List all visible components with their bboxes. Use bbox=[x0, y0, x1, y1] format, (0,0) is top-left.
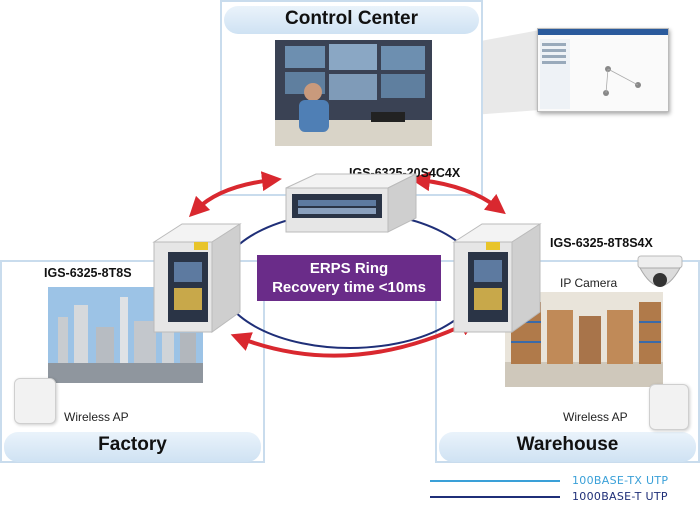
factory-switch-icon bbox=[148, 212, 244, 338]
ring-arrow-left bbox=[188, 171, 282, 218]
warehouse-title-bar bbox=[439, 432, 696, 462]
warehouse-ap-label: Wireless AP bbox=[563, 410, 628, 424]
erps-recovery-time: Recovery time <10ms bbox=[272, 279, 426, 296]
warehouse-switch-icon bbox=[448, 212, 544, 338]
warehouse-switch-model: IGS-6325-8T8S4X bbox=[550, 236, 653, 250]
legend-label-100base: 100BASE-TX UTP bbox=[572, 474, 669, 487]
factory-switch-illustration bbox=[152, 223, 242, 333]
ring-arrow-bottom bbox=[230, 317, 480, 358]
control-room-photo bbox=[275, 40, 432, 146]
factory-title-bar bbox=[4, 432, 261, 462]
factory-switch-model: IGS-6325-8T8S bbox=[44, 266, 132, 280]
legend-label-1000base: 1000BASE-T UTP bbox=[572, 490, 668, 503]
factory-ap-label: Wireless AP bbox=[64, 410, 129, 424]
factory-title: Factory bbox=[98, 434, 167, 455]
control-room-illustration bbox=[275, 40, 432, 146]
legend: 100BASE-TX UTP 1000BASE-T UTP bbox=[430, 474, 695, 504]
erps-ring-title: ERPS Ring bbox=[309, 260, 389, 277]
legend-line-1000base bbox=[430, 496, 560, 498]
warehouse-wireless-ap-icon bbox=[649, 384, 689, 430]
factory-illustration bbox=[48, 287, 203, 383]
management-ui-illustration bbox=[538, 29, 668, 109]
ip-camera-icon bbox=[632, 252, 688, 298]
core-switch-illustration bbox=[285, 173, 417, 233]
ip-camera-illustration bbox=[637, 255, 683, 287]
warehouse-camera-label: IP Camera bbox=[560, 276, 618, 290]
warehouse-switch-illustration bbox=[452, 223, 542, 333]
warehouse-title: Warehouse bbox=[516, 434, 619, 455]
factory-wireless-ap-icon bbox=[14, 378, 56, 424]
core-switch-icon bbox=[276, 170, 418, 250]
legend-line-100base bbox=[430, 480, 560, 482]
erps-ring-box: ERPS Ring Recovery time <10ms bbox=[257, 255, 441, 301]
control-center-title-bar bbox=[224, 6, 479, 34]
control-center-title: Control Center bbox=[285, 8, 418, 29]
management-ui-thumbnail bbox=[537, 28, 669, 112]
factory-photo bbox=[48, 287, 203, 383]
ring-arrow-right bbox=[410, 171, 506, 215]
